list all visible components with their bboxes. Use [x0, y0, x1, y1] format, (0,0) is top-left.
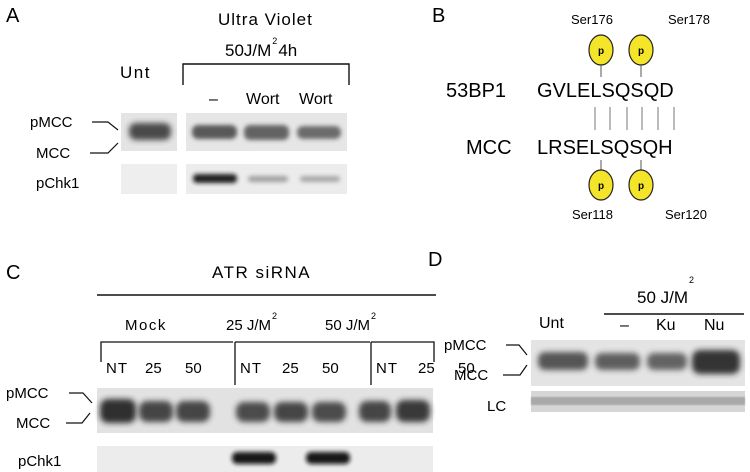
dose-label-a: 50J/M24h	[225, 36, 297, 60]
lane-label-a-1: –	[209, 91, 218, 108]
connector-d-mcc	[503, 364, 528, 376]
lane-c-25jm-50: 50	[322, 360, 339, 377]
phospho-marker-ser118: p	[588, 160, 614, 201]
panel-label-b: B	[432, 5, 445, 27]
lane-label-a-3: Wort	[299, 91, 333, 108]
lane-c-mock-nt: NT	[106, 360, 128, 377]
lane-label-d-3: Nu	[704, 317, 724, 334]
site-label-ser176: Ser176	[571, 12, 613, 27]
panel-b: B Ser176 Ser178 p p 53BP1 GVLELSQSQD MCC…	[432, 5, 710, 222]
row-label-c-pchk1: pChk1	[18, 453, 61, 470]
blot-c-pchk1	[97, 446, 433, 472]
row-label-c-pmcc: pMCC	[6, 385, 49, 402]
group-title-mock: Mock	[125, 317, 167, 334]
group-title-25jm: 25 J/M2	[226, 311, 277, 334]
connector-c-mcc	[66, 412, 91, 424]
lane-c-50jm-nt: NT	[376, 360, 398, 377]
row-label-d-lc: LC	[487, 398, 506, 415]
blot-a-mcc-untreated	[121, 113, 177, 151]
row-label-c-mcc: MCC	[16, 415, 50, 432]
lane-label-a-2: Wort	[246, 91, 280, 108]
panel-label-d: D	[428, 249, 442, 271]
connector-a-mcc	[90, 142, 119, 154]
sequence-53bp1: GVLELSQSQD	[537, 80, 674, 102]
lane-c-25jm-25: 25	[282, 360, 299, 377]
blot-a-mcc-treated	[186, 113, 347, 151]
lane-c-25jm-nt: NT	[240, 360, 262, 377]
untreated-label-a: Unt	[120, 63, 151, 82]
connector-a-pmcc	[92, 121, 119, 131]
panel-d: D 50 J/M2 Unt – Ku Nu pMCC MCC LC	[428, 249, 745, 415]
blot-d-mcc	[531, 340, 745, 386]
treatment-bracket-a	[182, 63, 350, 85]
phospho-marker-ser176: p	[588, 34, 614, 77]
panel-c: C ATR siRNA Mock 25 J/M2 50 J/M2 NT 25 5…	[6, 262, 475, 472]
svg-text:p: p	[638, 181, 644, 192]
group-brackets-c	[100, 341, 435, 385]
row-label-d-pmcc: pMCC	[444, 337, 487, 354]
connector-c-pmcc	[69, 392, 93, 404]
lane-c-50jm-50: 50	[458, 360, 475, 377]
lane-c-mock-25: 25	[145, 360, 162, 377]
site-label-ser118: Ser118	[572, 207, 613, 222]
lane-c-mock-50: 50	[185, 360, 202, 377]
blot-c-mcc	[97, 388, 433, 433]
treatment-label-a: Ultra Violet	[218, 10, 313, 29]
group-title-50jm: 50 J/M2	[325, 311, 376, 334]
lane-c-50jm-25: 25	[418, 360, 435, 377]
row-label-a-mcc: MCC	[36, 145, 70, 162]
panel-label-c: C	[6, 262, 20, 284]
panel-label-a: A	[6, 5, 20, 27]
connector-d-pmcc	[506, 344, 528, 356]
untreated-label-d: Unt	[539, 315, 564, 332]
lane-label-d-2: Ku	[656, 317, 676, 334]
svg-text:p: p	[598, 181, 604, 192]
row-label-d-mcc: MCC	[454, 367, 488, 384]
blot-d-lc	[531, 391, 745, 412]
row-label-a-pchk1: pChk1	[36, 175, 79, 192]
phospho-marker-ser178: p	[628, 34, 654, 77]
site-label-ser178: Ser178	[668, 12, 710, 27]
phospho-marker-ser120: p	[628, 160, 654, 201]
sequence-mcc: LRSELSQSQH	[537, 137, 673, 159]
row-label-a-pmcc: pMCC	[30, 114, 73, 131]
sirna-header-c: ATR siRNA	[212, 263, 311, 282]
protein-name-mcc: MCC	[466, 137, 512, 159]
svg-text:p: p	[598, 46, 604, 57]
lane-label-d-1: –	[620, 317, 629, 334]
protein-name-53bp1: 53BP1	[446, 80, 506, 102]
blot-a-pchk1-untreated	[121, 164, 177, 194]
dose-label-d: 50 J/M2	[637, 275, 694, 307]
panel-a: A Ultra Violet 50J/M24h Unt – Wort Wort …	[6, 5, 350, 194]
site-label-ser120: Ser120	[665, 207, 707, 222]
svg-text:p: p	[638, 46, 644, 57]
alignment-lines	[594, 107, 675, 130]
blot-a-pchk1-treated	[186, 164, 347, 194]
